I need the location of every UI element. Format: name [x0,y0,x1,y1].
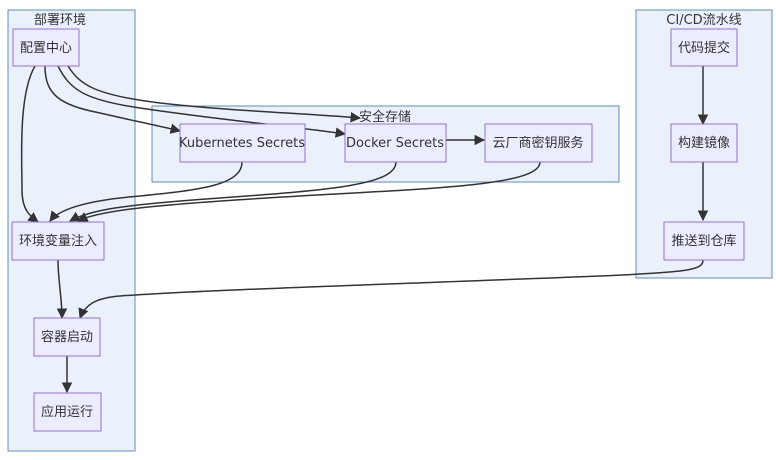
node-code-commit[interactable]: 代码提交 [670,28,738,67]
node-cloud-kms-label: 云厂商密钥服务 [492,135,583,151]
node-docker-secrets-label: Docker Secrets [346,136,444,151]
edge-k8s-to-env [49,161,243,222]
node-build-image[interactable]: 构建镜像 [670,123,738,163]
node-push-registry[interactable]: 推送到仓库 [663,221,745,261]
node-config-center[interactable]: 配置中心 [12,28,80,67]
node-app-running[interactable]: 应用运行 [33,392,102,432]
node-app-running-label: 应用运行 [41,404,93,420]
node-kubernetes-secrets-label: Kubernetes Secrets [179,136,305,151]
edges [20,65,709,394]
node-push-registry-label: 推送到仓库 [671,233,736,249]
edge-config-to-env [20,65,39,223]
node-env-injection-label: 环境变量注入 [19,233,97,249]
node-container-start-label: 容器启动 [41,329,93,345]
edge-push-to-start [78,259,704,319]
node-kubernetes-secrets[interactable]: Kubernetes Secrets [179,123,306,163]
node-config-center-label: 配置中心 [20,41,72,56]
node-code-commit-label: 代码提交 [678,40,730,56]
edge-env-to-start [56,259,68,320]
cluster-cicd-title: CI/CD流水线 [666,13,741,28]
edge-config-to-cloud [67,65,362,123]
node-container-start[interactable]: 容器启动 [33,317,101,357]
edge-config-to-k8s [44,65,182,134]
node-docker-secrets[interactable]: Docker Secrets [344,123,447,163]
node-env-injection[interactable]: 环境变量注入 [11,221,105,261]
edge-docker-to-env [69,161,397,222]
cluster-secure-storage-title: 安全存储 [359,109,411,125]
node-build-image-label: 构建镜像 [678,136,730,151]
edge-cloud-to-env [77,161,541,222]
cluster-deploy-title: 部署环境 [34,13,86,28]
node-cloud-kms[interactable]: 云厂商密钥服务 [484,123,593,163]
